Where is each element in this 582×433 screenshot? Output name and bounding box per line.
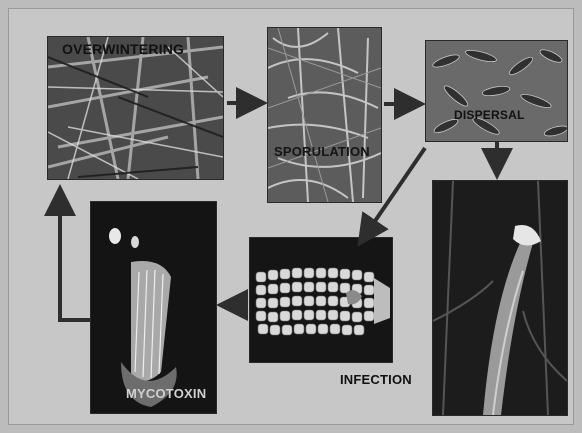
dispersal-label: DISPERSAL [454, 108, 524, 122]
overwintering-label: OVERWINTERING [62, 41, 184, 57]
corn-plant-photo [432, 180, 568, 416]
infection-photo [249, 237, 393, 363]
mycotoxin-label: MYCOTOXIN [126, 386, 206, 401]
mycotoxin-photo [90, 201, 217, 414]
overwintering-photo [47, 36, 224, 180]
sporulation-label: SPORULATION [274, 144, 370, 159]
dispersal-photo [425, 40, 568, 142]
infection-label: INFECTION [340, 372, 412, 387]
sporulation-photo [267, 27, 382, 203]
